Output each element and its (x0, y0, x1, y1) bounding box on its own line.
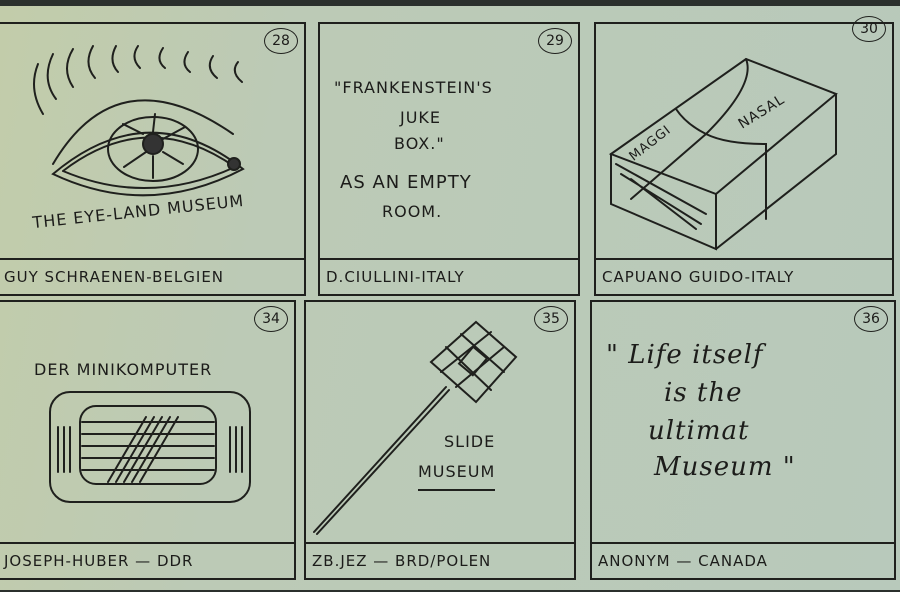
panel-caption: GUY SCHRAENEN-BELGIEN (0, 258, 304, 294)
panel-text-line: AS AN EMPTY (340, 172, 472, 193)
panel-number: 34 (254, 306, 288, 332)
artwork-sheet: 28 THE EYE-LAND MUSEUM GUY SCHRAENEN-BEL… (0, 6, 900, 590)
panel-caption: ZB.JEZ — BRD/POLEN (306, 542, 574, 578)
panel-number: 36 (854, 306, 888, 332)
panel-36: 36 " Life itself is the ultimat Museum "… (590, 300, 896, 580)
panel-text-line: " Life itself (606, 340, 764, 370)
panel-30: 30 MAGGI NASAL CAPUANO GUIDO-ITALY (594, 16, 894, 296)
panel-caption: ANONYM — CANADA (592, 542, 894, 578)
panel-text-line: JUKE (400, 108, 442, 127)
panel-text-line: "FRANKENSTEIN'S (334, 78, 493, 97)
panel-caption: D.CIULLINI-ITALY (320, 258, 578, 294)
panel-number: 30 (852, 16, 886, 42)
panel-29: 29 "FRANKENSTEIN'S JUKE BOX." AS AN EMPT… (318, 22, 580, 296)
panel-28: 28 THE EYE-LAND MUSEUM GUY SCHRAENEN-BEL… (0, 22, 306, 296)
panel-caption: CAPUANO GUIDO-ITALY (596, 258, 892, 294)
panel-text-line: Museum " (654, 452, 796, 482)
panel-number: 29 (538, 28, 572, 54)
panel-text-line: SLIDE (444, 432, 496, 451)
panel-text-line: ultimat (648, 416, 750, 446)
panel-text-line: BOX." (394, 134, 445, 153)
fly-swatter-drawing-icon (313, 320, 518, 535)
panel-35: 35 SLIDE MUSEUM ZB.JEZ — BRD/POLEN (304, 300, 576, 580)
panel-text-line: is the (664, 378, 743, 408)
box-drawing-icon (608, 57, 838, 251)
panel-text-line: ROOM. (382, 202, 443, 221)
eye-drawing-icon (33, 45, 245, 197)
panel-caption: JOSEPH-HUBER — DDR (0, 542, 294, 578)
computer-drawing-icon (49, 391, 251, 503)
panel-text: DER MINIKOMPUTER (34, 360, 213, 379)
panel-34: 34 DER MINIKOMPUTER JOSEPH-HUBER — DDR (0, 300, 296, 580)
panel-number: 28 (264, 28, 298, 54)
panel-text-line: MUSEUM (418, 462, 496, 491)
panel-number: 35 (534, 306, 568, 332)
